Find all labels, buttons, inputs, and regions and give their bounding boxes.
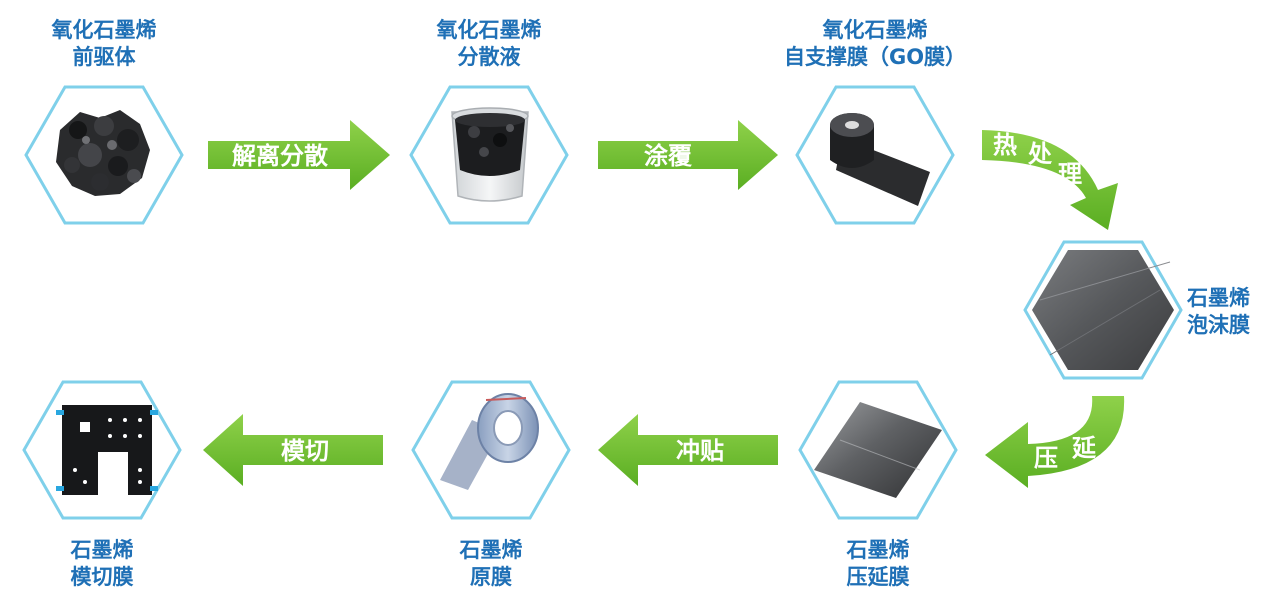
hex-graphene-raw	[411, 380, 571, 520]
arrow-label-calender-2: 延	[1071, 434, 1097, 462]
arrow-label-exfoliation: 解离分散	[232, 142, 328, 170]
label-go-film-line1: 氧化石墨烯	[822, 18, 928, 42]
precursor-flakes-image	[56, 110, 150, 196]
label-graphene-raw-line1: 石墨烯	[459, 538, 523, 562]
arrow-coating: 涂覆	[598, 120, 778, 190]
arrow-heat-treatment: 热 处 理	[982, 130, 1118, 230]
label-go-dispersion-line1: 氧化石墨烯	[436, 18, 542, 42]
foam-film-sheet-image	[1032, 250, 1174, 370]
arrow-label-die-cutting: 模切	[281, 437, 329, 465]
arrow-label-heat-1: 热	[993, 131, 1017, 159]
label-graphene-foam-line2: 泡沫膜	[1187, 313, 1250, 337]
hex-graphene-foam	[1023, 240, 1183, 380]
label-graphene-diecut-line1: 石墨烯	[70, 538, 134, 562]
hex-go-film	[795, 85, 955, 225]
hex-go-dispersion	[409, 85, 569, 225]
arrow-label-punching: 冲贴	[676, 437, 724, 465]
label-graphene-raw-line2: 原膜	[470, 565, 512, 589]
hex-graphene-diecut	[22, 380, 182, 520]
label-go-dispersion: 氧化石墨烯 分散液	[409, 17, 569, 71]
label-graphene-foam-line1: 石墨烯	[1187, 286, 1250, 310]
arrow-label-heat-3: 理	[1058, 160, 1082, 188]
arrow-exfoliation: 解离分散	[208, 120, 390, 190]
diecut-part-image	[56, 405, 158, 495]
label-graphene-raw: 石墨烯 原膜	[411, 537, 571, 591]
label-graphene-calendered-line1: 石墨烯	[846, 538, 910, 562]
arrow-die-cutting: 模切	[203, 414, 383, 486]
label-graphene-diecut: 石墨烯 模切膜	[22, 537, 182, 591]
raw-film-tape-image	[440, 393, 539, 490]
label-go-precursor-line2: 前驱体	[72, 45, 136, 69]
go-film-roll-image	[830, 113, 930, 206]
label-go-film: 氧化石墨烯 自支撑膜（GO膜）	[760, 17, 990, 71]
label-go-dispersion-line2: 分散液	[457, 45, 521, 69]
arrow-label-heat-2: 处	[1027, 140, 1052, 168]
arrow-punching: 冲贴	[598, 414, 778, 486]
calendered-sheet-image	[814, 402, 942, 498]
label-graphene-calendered: 石墨烯 压延膜	[798, 537, 958, 591]
arrow-label-coating: 涂覆	[644, 142, 693, 170]
label-graphene-calendered-line2: 压延膜	[846, 565, 910, 589]
arrow-calendering: 压 延	[985, 396, 1125, 488]
label-go-precursor: 氧化石墨烯 前驱体	[24, 17, 184, 71]
arrow-label-calender-1: 压	[1034, 444, 1058, 472]
label-go-film-line2: 自支撑膜（GO膜）	[783, 45, 967, 69]
hex-go-precursor	[24, 85, 184, 225]
label-graphene-foam: 石墨烯 泡沫膜	[1187, 285, 1277, 339]
label-go-precursor-line1: 氧化石墨烯	[51, 18, 157, 42]
label-graphene-diecut-line2: 模切膜	[70, 565, 134, 589]
hex-graphene-calendered	[798, 380, 958, 520]
dispersion-beaker-image	[451, 107, 529, 202]
